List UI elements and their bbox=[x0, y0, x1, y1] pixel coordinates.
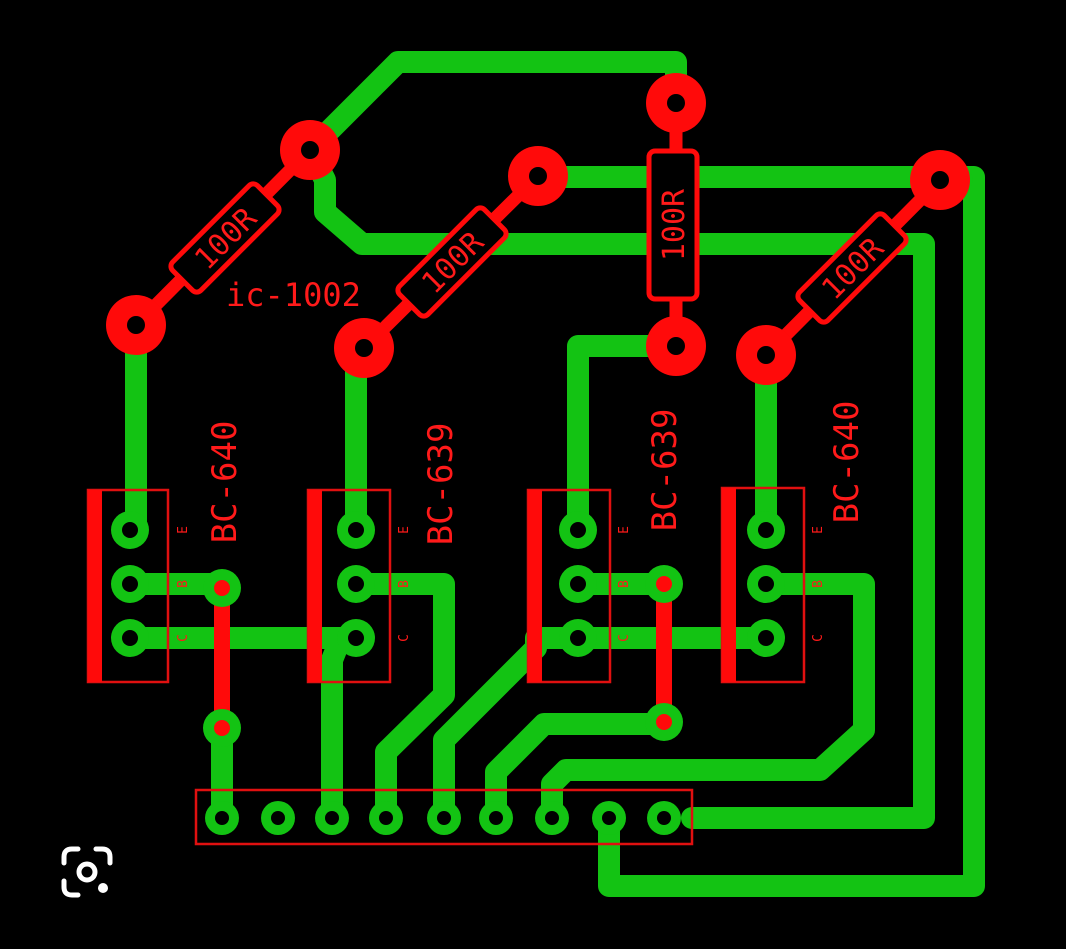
q2-flat-side bbox=[308, 490, 322, 682]
jumper-1 bbox=[203, 569, 241, 747]
trace-q3-jumper-connector bbox=[485, 713, 675, 829]
q4-pin-e: E bbox=[811, 526, 826, 534]
q1-pin-b: B bbox=[176, 580, 191, 588]
q1-flat-side bbox=[88, 490, 102, 682]
r2-body bbox=[395, 205, 509, 319]
google-lens-icon bbox=[61, 846, 113, 898]
transistor-q3: E B C BC-639 bbox=[526, 409, 685, 684]
resistor-r1: 100R bbox=[106, 120, 340, 355]
trace-q2-base bbox=[345, 573, 455, 829]
q3-label: BC-639 bbox=[645, 409, 685, 532]
r3-body bbox=[646, 148, 700, 302]
resistor-r2: 100R bbox=[334, 146, 568, 378]
q2-label: BC-639 bbox=[421, 423, 461, 546]
connector-outline bbox=[194, 788, 694, 846]
transistor-q4: E B C BC-640 bbox=[720, 401, 867, 684]
q1-pin-e: E bbox=[176, 526, 191, 534]
connector-header bbox=[194, 788, 694, 846]
q2-pin-b: B bbox=[397, 580, 412, 588]
trace-r3-q3e bbox=[567, 335, 687, 541]
q2-pin-c: C bbox=[397, 634, 412, 642]
transistor-q2: E B C BC-639 bbox=[306, 423, 461, 684]
q4-label: BC-640 bbox=[827, 401, 867, 524]
r4-body bbox=[795, 211, 909, 325]
q2-pin-e: E bbox=[397, 526, 412, 534]
q3-flat-side bbox=[528, 490, 542, 682]
r1-body bbox=[168, 181, 282, 295]
q1-label: BC-640 bbox=[205, 421, 245, 544]
resistor-r3: 100R bbox=[646, 73, 706, 376]
q3-pin-b: B bbox=[617, 580, 632, 588]
resistor-r4: 100R bbox=[736, 150, 970, 385]
q4-flat-side bbox=[722, 488, 736, 682]
google-lens-button[interactable] bbox=[58, 843, 116, 901]
q3-pin-c: C bbox=[617, 634, 632, 642]
connector-pins bbox=[205, 801, 681, 835]
trace-mid-bus bbox=[299, 139, 935, 829]
ic-label: ic-1002 bbox=[226, 276, 361, 314]
trace-top-loop bbox=[299, 51, 687, 161]
trace-q4-base bbox=[541, 573, 875, 829]
q4-pin-c: C bbox=[811, 634, 826, 642]
q4-pin-b: B bbox=[811, 580, 826, 588]
q1-pin-c: C bbox=[176, 634, 191, 642]
trace-right-rail bbox=[527, 166, 985, 897]
q3-pin-e: E bbox=[617, 526, 632, 534]
transistor-q1: E B C BC-640 bbox=[86, 421, 245, 684]
r3-label: 100R bbox=[657, 188, 692, 261]
jumper-2 bbox=[645, 565, 683, 741]
